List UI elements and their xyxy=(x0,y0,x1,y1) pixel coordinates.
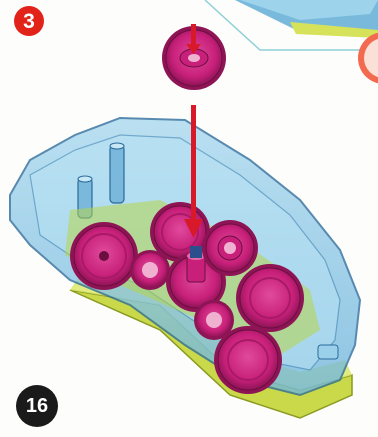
step-number-badge: 3 xyxy=(14,6,44,36)
callout-panel xyxy=(205,0,378,84)
gear-icon xyxy=(202,220,258,276)
gear-icon xyxy=(214,326,282,394)
page-number-badge: 16 xyxy=(16,385,58,427)
step-number: 3 xyxy=(23,11,35,32)
gear-icon xyxy=(70,222,138,290)
gear-icon xyxy=(130,250,170,290)
housing-post xyxy=(110,145,124,203)
page-number: 16 xyxy=(26,396,48,416)
gear-icon xyxy=(236,264,304,332)
